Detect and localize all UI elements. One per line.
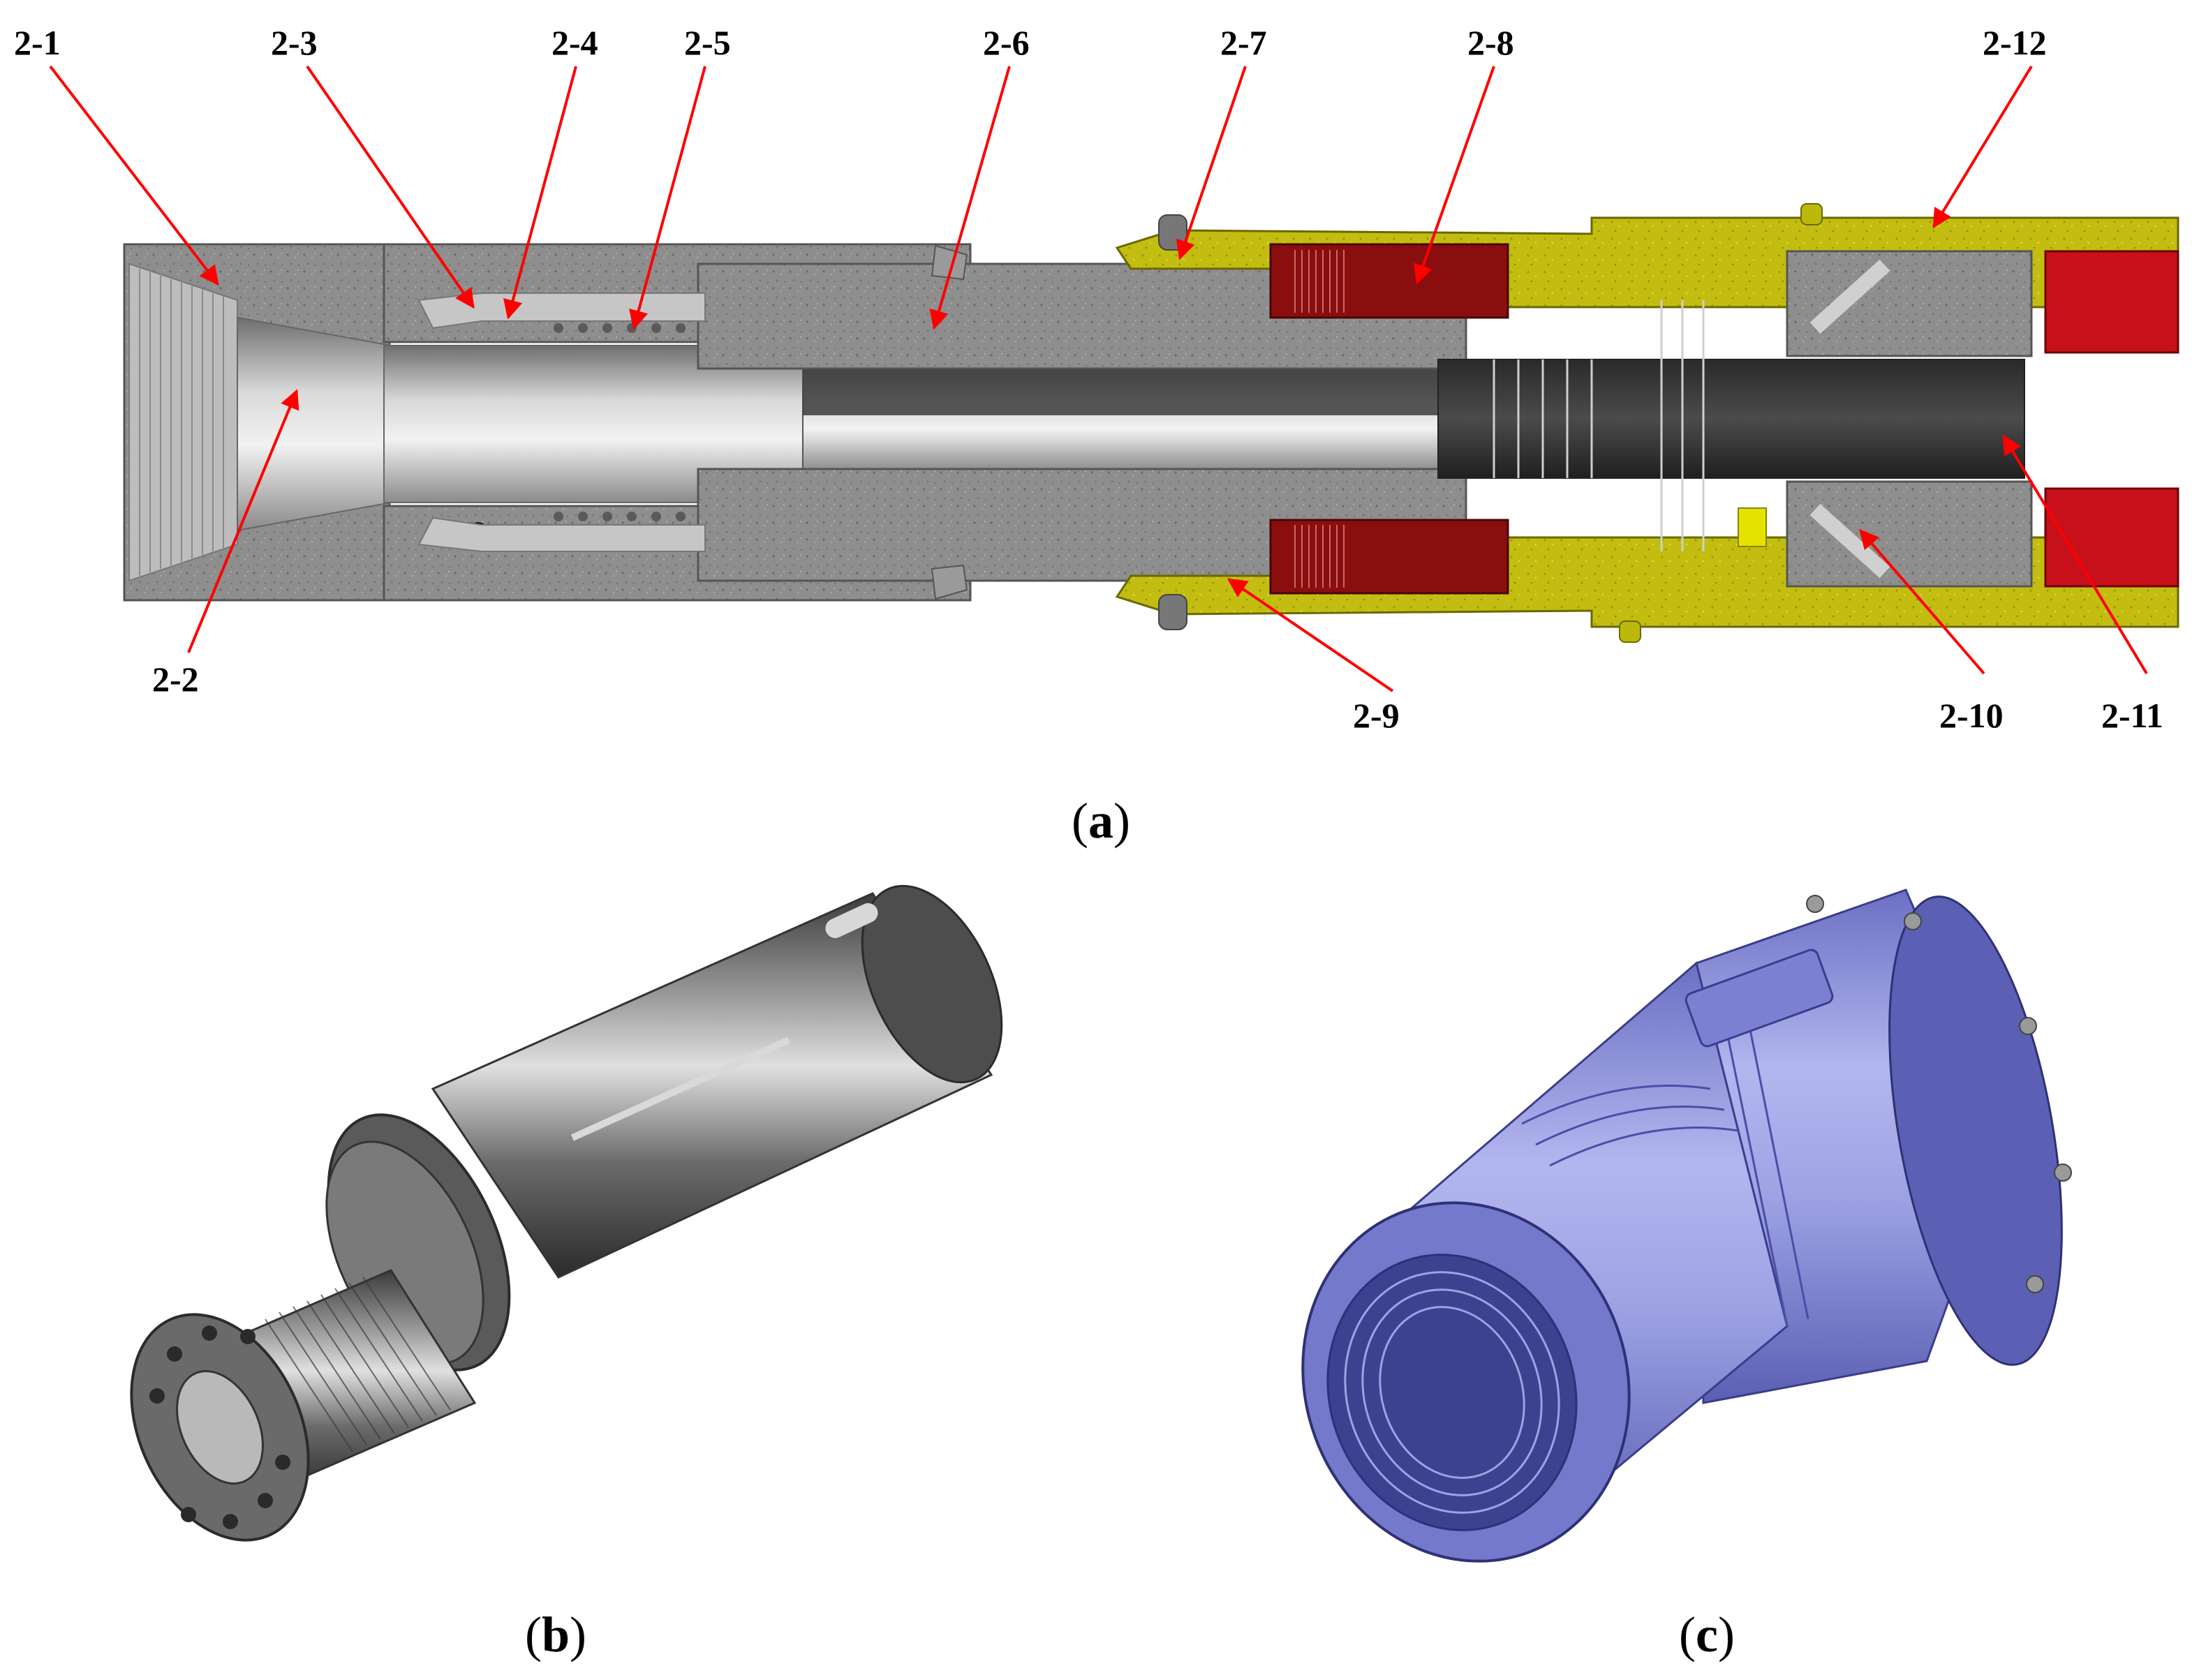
callout-2-11: 2-11 — [2101, 696, 2163, 735]
caption-c-close: ) — [1717, 1607, 1735, 1663]
panel-b-mandrel-render — [130, 884, 1003, 1542]
callout-2-9: 2-9 — [1353, 696, 1400, 735]
leader-2-5 — [629, 66, 706, 330]
leader-2-10 — [1859, 528, 1985, 675]
panel-a-callout-labels: 2-1 2-2 2-3 2-4 2-5 2-6 2-7 2-8 2-9 2-10… — [14, 23, 2163, 735]
caption-b-open: ( — [525, 1607, 542, 1663]
caption-b: (b) — [525, 1610, 586, 1660]
callout-2-10: 2-10 — [1939, 696, 2004, 735]
caption-b-close: ) — [570, 1607, 587, 1663]
callout-2-7: 2-7 — [1220, 23, 1267, 62]
callout-2-4: 2-4 — [551, 23, 598, 62]
part-2-10-end-block — [1738, 250, 2179, 588]
leader-2-9 — [1227, 578, 1394, 692]
panel-a-cross-section — [123, 203, 2179, 643]
leader-2-8 — [1414, 66, 1495, 285]
leader-2-3 — [306, 65, 475, 309]
caption-a-close: ) — [1113, 793, 1130, 849]
caption-c-open: ( — [1679, 1607, 1696, 1663]
leader-2-1 — [49, 65, 219, 286]
panel-a-callout-leaders — [49, 65, 2148, 692]
callout-2-12: 2-12 — [1983, 23, 2047, 62]
leader-2-12 — [1932, 65, 2033, 229]
caption-c: (c) — [1679, 1610, 1735, 1660]
caption-a-open: ( — [1072, 793, 1088, 849]
leader-2-6 — [929, 66, 1011, 330]
caption-a: (a) — [1072, 796, 1130, 846]
caption-b-letter: b — [541, 1607, 570, 1663]
callout-2-3: 2-3 — [271, 23, 318, 62]
callout-2-2: 2-2 — [152, 660, 199, 699]
callout-2-1: 2-1 — [14, 23, 61, 62]
caption-c-letter: c — [1695, 1607, 1718, 1663]
part-2-8-coil — [1269, 243, 1509, 595]
callout-2-6: 2-6 — [983, 23, 1030, 62]
caption-a-letter: a — [1088, 793, 1113, 849]
panel-c-sleeve-render — [1301, 889, 2072, 1563]
callout-2-5: 2-5 — [684, 23, 731, 62]
leader-2-4 — [503, 66, 577, 320]
leader-2-7 — [1176, 66, 1247, 260]
leader-2-11 — [2002, 434, 2148, 675]
leader-2-2 — [187, 389, 299, 653]
callout-2-8: 2-8 — [1467, 23, 1514, 62]
part-ribbed-bore — [1437, 300, 2025, 551]
